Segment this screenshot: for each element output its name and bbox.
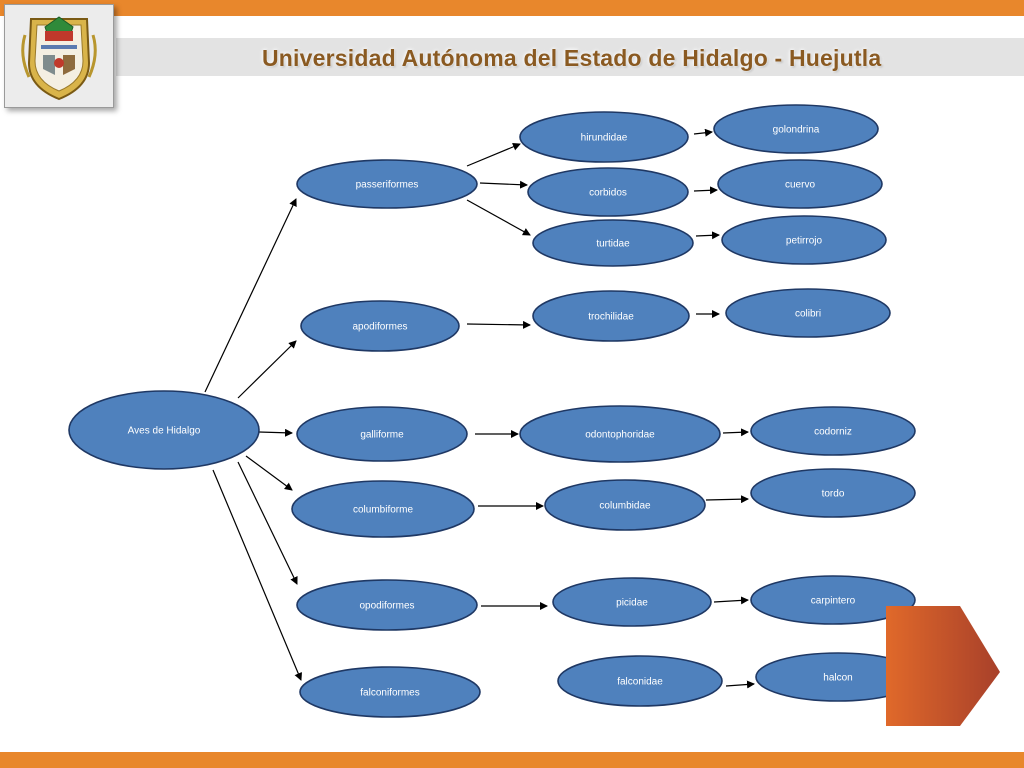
node-codorniz: codorniz [750, 406, 916, 456]
node-petirrojo: petirrojo [721, 215, 887, 265]
node-label: odontophoridae [585, 430, 655, 441]
node-aves-de-hidalgo: Aves de Hidalgo [68, 390, 260, 470]
node-columbiforme: columbiforme [291, 480, 475, 538]
node-falconidae: falconidae [557, 655, 723, 707]
edge-root-apodiformes [237, 340, 297, 399]
node-label: Aves de Hidalgo [128, 426, 201, 437]
edge-root-passeriformes [204, 198, 297, 393]
node-label: tordo [822, 489, 845, 500]
node-apodiformes: apodiformes [300, 300, 460, 352]
node-label: galliforme [360, 430, 404, 441]
node-opodiformes: opodiformes [296, 579, 478, 631]
node-label: cuervo [785, 180, 815, 191]
node-falconiformes: falconiformes [299, 666, 481, 718]
node-galliforme: galliforme [296, 406, 468, 462]
node-label: opodiformes [359, 601, 414, 612]
node-label: corbidos [589, 188, 627, 199]
edge-root-opodiformes [237, 461, 298, 585]
node-label: falconiformes [360, 688, 419, 699]
next-slide-arrow-icon[interactable] [884, 604, 1004, 728]
edge-corbidos-cuervo [693, 186, 718, 195]
edge-picidae-carpintero [713, 596, 749, 605]
node-label: golondrina [773, 125, 820, 136]
edge-root-galliforme [258, 428, 293, 437]
edge-passeriformes-corbidos [479, 180, 528, 189]
node-label: halcon [823, 673, 852, 684]
title-band [116, 38, 1024, 76]
node-trochilidae: trochilidae [532, 290, 690, 342]
node-label: petirrojo [786, 236, 823, 247]
node-tordo: tordo [750, 468, 916, 518]
node-label: hirundidae [581, 133, 628, 144]
node-cuervo: cuervo [717, 159, 883, 209]
edge-apodiformes-trochilidae [466, 320, 531, 329]
node-picidae: picidae [552, 577, 712, 627]
edge-columbidae-tordo [705, 495, 749, 504]
node-label: picidae [616, 598, 648, 609]
node-corbidos: corbidos [527, 167, 689, 217]
node-carpintero: carpintero [750, 575, 916, 625]
node-label: colibri [795, 309, 821, 320]
node-label: trochilidae [588, 312, 634, 323]
edge-root-falconiformes [212, 469, 302, 681]
edge-hirundidae-golondrina [693, 128, 713, 137]
edge-root-columbiforme [245, 455, 293, 491]
diagram-edges [204, 128, 755, 689]
page-title: Universidad Autónoma del Estado de Hidal… [262, 45, 882, 71]
node-colibri: colibri [725, 288, 891, 338]
university-crest-icon [4, 4, 114, 108]
node-label: turtidae [596, 239, 630, 250]
node-golondrina: golondrina [713, 104, 879, 154]
node-passeriformes: passeriformes [296, 159, 478, 209]
node-label: apodiformes [352, 322, 407, 333]
edge-passeriformes-turtidae [466, 199, 531, 236]
node-columbidae: columbidae [544, 479, 706, 531]
node-label: columbiforme [353, 505, 413, 516]
node-label: codorniz [814, 427, 852, 438]
node-odontophoridae: odontophoridae [519, 405, 721, 463]
edge-falconidae-halcon [725, 680, 755, 689]
edge-passeriformes-hirundidae [466, 142, 521, 167]
node-hirundidae: hirundidae [519, 111, 689, 163]
node-label: carpintero [811, 596, 856, 607]
edge-turtidae-petirrojo [695, 231, 720, 240]
edge-odontophoridae-codorniz [722, 428, 749, 437]
node-label: columbidae [599, 501, 651, 512]
node-label: passeriformes [356, 180, 419, 191]
node-turtidae: turtidae [532, 219, 694, 267]
top-accent-bar [0, 0, 1024, 16]
bottom-accent-bar [0, 752, 1024, 768]
node-label: falconidae [617, 677, 663, 688]
